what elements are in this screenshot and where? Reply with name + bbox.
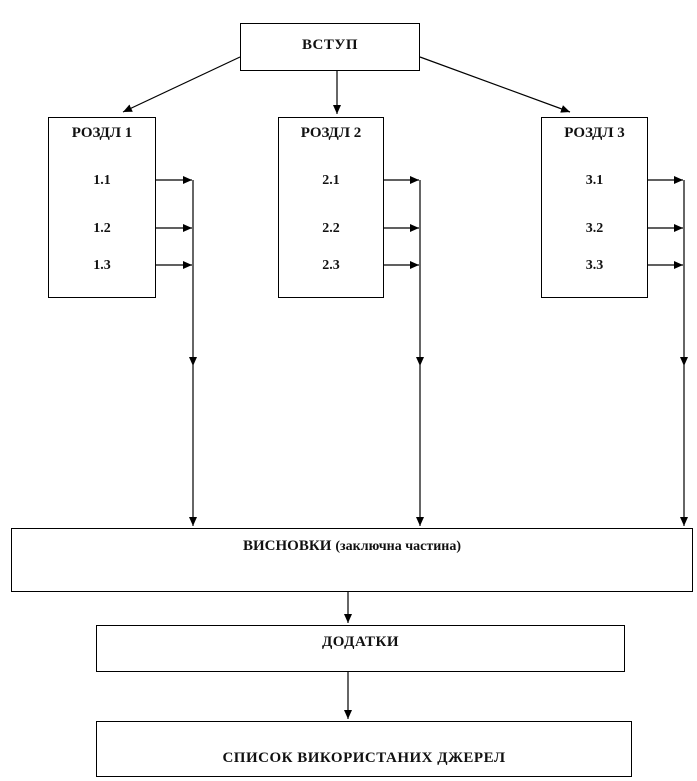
sources-box: СПИСОК ВИКОРИСТАНИХ ДЖЕРЕЛ [96, 721, 632, 777]
chapter-box-2: РОЗДЛ 2 2.1 2.2 2.3 [278, 117, 384, 298]
chapter-1-title: РОЗДЛ 1 [71, 125, 133, 141]
conclusions-note: (заключна частина) [335, 539, 461, 554]
intro-box: ВСТУП [240, 23, 420, 71]
chapter-box-3: РОЗДЛ 3 3.1 3.2 3.3 [541, 117, 648, 298]
conclusions-label: ВИСНОВКИ [242, 538, 332, 554]
chapter-box-1: РОЗДЛ 1 1.1 1.2 1.3 [48, 117, 156, 298]
chapter-item: 1.2 [93, 221, 111, 236]
chapter-item: 3.2 [585, 221, 604, 236]
sources-label: СПИСОК ВИКОРИСТАНИХ ДЖЕРЕЛ [222, 750, 506, 766]
intro-label: ВСТУП [301, 37, 359, 53]
chapter-item: 3.3 [585, 258, 604, 273]
conclusions-box: ВИСНОВКИ(заключна частина) [11, 528, 693, 592]
chapter-item: 1.1 [93, 173, 111, 188]
appendices-label: ДОДАТКИ [321, 634, 400, 650]
chapter-item: 2.3 [322, 258, 340, 273]
chapter-item: 2.2 [322, 221, 340, 236]
chapter-item: 1.3 [93, 258, 111, 273]
appendices-box: ДОДАТКИ [96, 625, 625, 672]
conclusions-label-line: ВИСНОВКИ(заключна частина) [12, 529, 692, 555]
chapter-2-title: РОЗДЛ 2 [300, 125, 362, 141]
chapter-item: 3.1 [585, 173, 604, 188]
chapter-item: 2.1 [322, 173, 340, 188]
chapter-3-title: РОЗДЛ 3 [564, 125, 625, 141]
